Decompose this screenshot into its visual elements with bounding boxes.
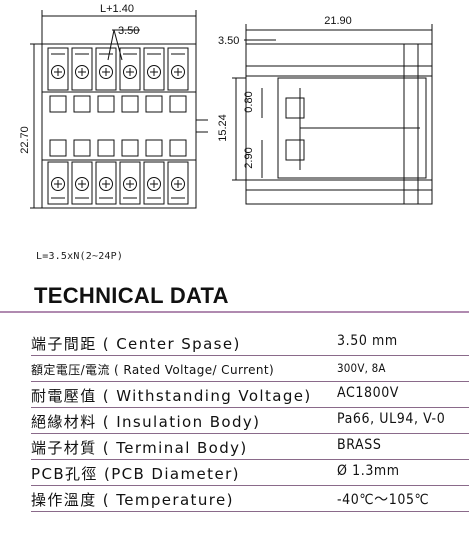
clamp-detail [285,139,305,161]
spec-label: 耐電壓值 ( Withstanding Voltage) [31,387,312,405]
terminal-cell [71,161,93,205]
spec-label: 端子材質 ( Terminal Body) [31,439,248,457]
row-divider [31,381,469,382]
dim-side-lower: 2.90 [243,147,255,168]
terminal-cell [47,47,69,91]
spec-value: 3.50 mm [337,333,398,349]
spec-row-temperature: 操作溫度 ( Temperature) -40℃～105℃ [0,486,469,512]
spec-label: 額定電压/電流 ( Rated Voltage/ Current) [31,363,275,377]
length-formula: L=3.5xN(2~24P) [36,251,124,262]
terminal-cell [119,47,141,91]
dim-side-total: 15.24 [217,114,229,142]
screw-head [51,65,65,79]
wire-window [73,139,91,157]
spec-value: Ø 1.3mm [337,463,400,479]
wire-window [121,139,139,157]
wire-window [49,139,67,157]
dim-side-width: 21.90 [324,15,352,27]
dim-side-offset: 3.50 [218,35,239,47]
screw-head [123,65,137,79]
spec-label: 操作溫度 ( Temperature) [31,491,234,509]
spec-row-terminal: 端子材質 ( Terminal Body) BRASS [0,434,469,460]
spec-label: PCB孔徑 (PCB Diameter) [31,465,240,483]
side-body [277,77,427,179]
screw-head [147,177,161,191]
wire-window [145,95,163,113]
screw-head [171,177,185,191]
spec-row-rated: 額定電压/電流 ( Rated Voltage/ Current) 300V, … [0,356,469,382]
wire-window [169,139,187,157]
spec-value: BRASS [337,437,382,453]
spec-value: 300V, 8A [337,361,386,375]
dim-top-width: L+1.40 [100,3,134,15]
row-divider [31,511,469,512]
screw-head [99,65,113,79]
terminal-cell [167,47,189,91]
side-view [232,24,433,205]
screw-head [99,177,113,191]
spec-label: 端子間距 ( Center Spase) [31,335,241,353]
technical-data-heading: TECHNICAL DATA [34,283,229,308]
terminal-cell [71,47,93,91]
front-body [41,43,197,209]
spec-value: Pa66, UL94, V-0 [337,411,446,427]
row-divider [31,355,469,356]
spec-row-center-space: 端子間距 ( Center Spase) 3.50 mm [0,330,469,356]
heading-rule [0,311,469,313]
clamp-detail [285,97,305,119]
terminal-cell [167,161,189,205]
wire-window [169,95,187,113]
row-divider [31,459,469,460]
wire-window [49,95,67,113]
terminal-cell [95,47,117,91]
screw-head [171,65,185,79]
spec-row-withstanding: 耐電壓值 ( Withstanding Voltage) AC1800V [0,382,469,408]
wire-window [121,95,139,113]
dim-side-upper: 0.80 [243,91,255,112]
spec-value: AC1800V [337,385,400,401]
screw-head [147,65,161,79]
row-divider [31,433,469,434]
terminal-cell [47,161,69,205]
leader-line [113,29,123,61]
side-outline [245,43,433,205]
row-divider [31,485,469,486]
terminal-cell [143,161,165,205]
screw-head [51,177,65,191]
spec-value: -40℃～105℃ [337,492,430,508]
terminal-cell [143,47,165,91]
screw-head [75,177,89,191]
spec-row-pcb: PCB孔徑 (PCB Diameter) Ø 1.3mm [0,460,469,486]
screw-head [75,65,89,79]
technical-drawing: L+1.40 3.50 22.70 21.90 3.50 15.24 0.80 … [19,3,433,209]
wire-window [97,95,115,113]
wire-window [145,139,163,157]
row-divider [31,407,469,408]
terminal-cell [95,161,117,205]
dim-height: 22.70 [19,126,31,154]
terminal-cell [119,161,141,205]
wire-window [73,95,91,113]
screw-head [123,177,137,191]
dim-pitch: 3.50 [118,25,139,37]
spec-row-insulation: 絕緣材料 ( Insulation Body) Pa66, UL94, V-0 [0,408,469,434]
leader-line [107,29,115,61]
front-view [30,10,208,209]
wire-window [97,139,115,157]
spec-label: 絕緣材料 ( Insulation Body) [31,413,261,431]
